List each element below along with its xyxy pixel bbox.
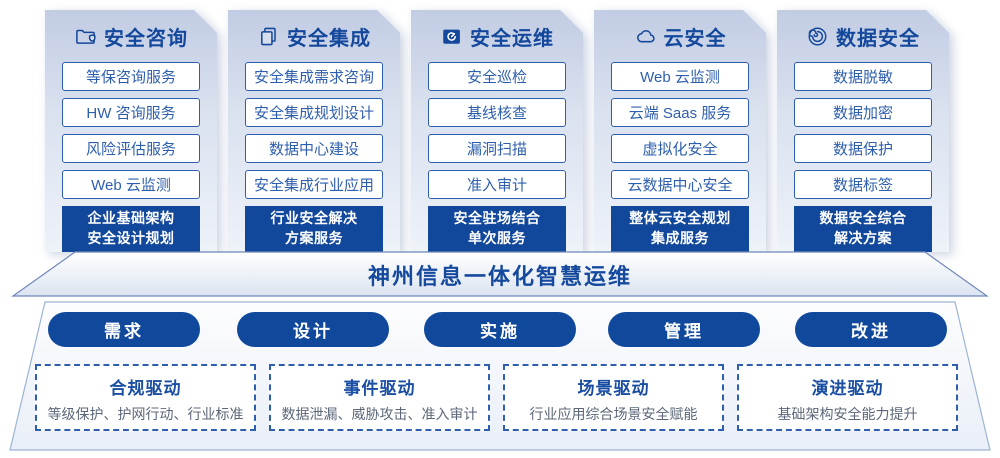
service-item: 基线核查 [428,97,566,127]
process-pill-improve: 改进 [795,312,947,347]
service-item: 安全集成行业应用 [245,169,383,199]
service-item: 安全巡检 [428,61,566,91]
service-item: 安全集成规划设计 [245,97,383,127]
card-title: 安全集成 [287,27,371,50]
service-item: 云端 Saas 服务 [611,97,749,127]
service-item: 数据中心建设 [245,133,383,163]
service-item: 虚拟化安全 [611,133,749,163]
service-item: 数据标签 [794,169,932,199]
monitor-gauge-icon [440,25,463,48]
card-footer: 企业基础架构 安全设计规划 [62,206,200,252]
process-pill-requirement: 需求 [48,312,200,347]
card-header: 安全运维 [440,22,554,50]
band-title: 神州信息一体化智慧运维 [367,263,632,289]
service-card-consulting: 安全咨询 等保咨询服务 HW 咨询服务 风险评估服务 Web 云监测 企业基础架… [45,10,217,252]
service-item: Web 云监测 [62,169,200,199]
card-body: 安全集成 安全集成需求咨询 安全集成规划设计 数据中心建设 安全集成行业应用 行… [228,10,400,252]
service-item: 安全集成需求咨询 [245,61,383,91]
driver-title: 场景驱动 [577,379,650,398]
service-item: 等保咨询服务 [62,61,200,91]
card-footer: 行业安全解决 方案服务 [245,206,383,252]
card-footer: 整体云安全规划 集成服务 [611,206,749,252]
cloud-icon [634,25,657,48]
card-header: 数据安全 [806,22,920,50]
process-pill-implement: 实施 [424,312,576,347]
service-item: HW 咨询服务 [62,97,200,127]
driver-box-compliance: 合规驱动 等级保护、护网行动、行业标准 [35,364,256,431]
service-item: 云数据中心安全 [611,169,749,199]
driver-subtitle: 行业应用综合场景安全赋能 [529,406,698,422]
fingerprint-icon [806,25,829,48]
card-header: 安全咨询 [74,22,188,50]
driver-title: 合规驱动 [109,379,182,398]
driver-subtitle: 基础架构安全能力提升 [777,406,918,422]
service-item: 数据保护 [794,133,932,163]
card-body: 安全咨询 等保咨询服务 HW 咨询服务 风险评估服务 Web 云监测 企业基础架… [45,10,217,252]
service-item: 漏洞扫描 [428,133,566,163]
card-header: 安全集成 [257,22,371,50]
driver-title: 演进驱动 [811,379,884,398]
driver-box-event: 事件驱动 数据泄漏、威胁攻击、准入审计 [269,364,490,431]
service-item: 准入审计 [428,169,566,199]
service-card-operations: 安全运维 安全巡检 基线核查 漏洞扫描 准入审计 安全驻场结合 单次服务 [411,10,583,252]
card-title: 云安全 [663,27,727,50]
driver-subtitle: 数据泄漏、威胁攻击、准入审计 [281,406,478,422]
card-title: 安全咨询 [104,27,188,50]
driver-box-scenario: 场景驱动 行业应用综合场景安全赋能 [503,364,724,431]
service-card-data: 数据安全 数据脱敏 数据加密 数据保护 数据标签 数据安全综合 解决方案 [777,10,949,252]
service-item: 风险评估服务 [62,133,200,163]
documents-icon [257,25,280,48]
card-title: 安全运维 [470,27,554,50]
service-item: 数据加密 [794,97,932,127]
service-card-integration: 安全集成 安全集成需求咨询 安全集成规划设计 数据中心建设 安全集成行业应用 行… [228,10,400,252]
card-body: 云安全 Web 云监测 云端 Saas 服务 虚拟化安全 云数据中心安全 整体云… [594,10,766,252]
band-trapezoid [11,251,989,297]
service-item: Web 云监测 [611,61,749,91]
card-footer: 数据安全综合 解决方案 [794,206,932,252]
card-header: 云安全 [634,22,727,50]
card-title: 数据安全 [836,27,920,50]
service-card-cloud: 云安全 Web 云监测 云端 Saas 服务 虚拟化安全 云数据中心安全 整体云… [594,10,766,252]
folder-shield-icon [74,25,97,48]
driver-title: 事件驱动 [343,379,416,398]
process-pill-design: 设计 [237,312,389,347]
card-footer: 安全驻场结合 单次服务 [428,206,566,252]
card-body: 数据安全 数据脱敏 数据加密 数据保护 数据标签 数据安全综合 解决方案 [777,10,949,252]
driver-box-evolution: 演进驱动 基础架构安全能力提升 [737,364,958,431]
service-item: 数据脱敏 [794,61,932,91]
card-body: 安全运维 安全巡检 基线核查 漏洞扫描 准入审计 安全驻场结合 单次服务 [411,10,583,252]
driver-subtitle: 等级保护、护网行动、行业标准 [47,406,244,422]
process-pill-manage: 管理 [608,312,760,347]
